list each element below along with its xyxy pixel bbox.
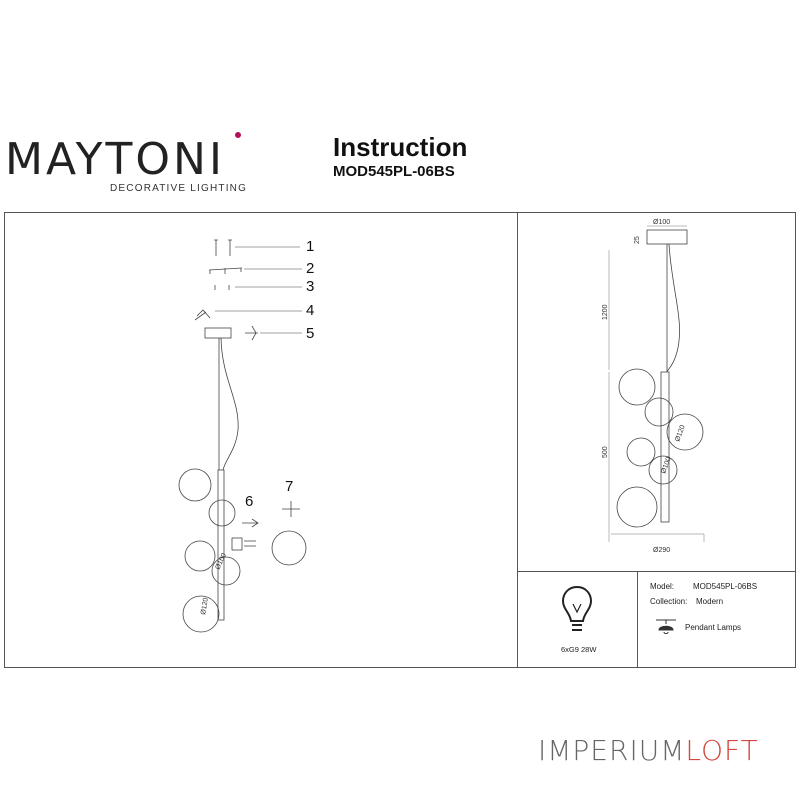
canopy-icon [204,325,258,341]
callout-2: 2 [306,260,315,277]
watermark-part1: IMPERIUM [538,734,686,767]
glass-fixing-icon [271,501,307,566]
model-code: MOD545PL-06BS [333,163,455,180]
watermark-logo: IMPERIUMLOFT [538,734,759,767]
callout-4: 4 [306,302,315,319]
spec-model-value: MOD545PL-06BS [693,582,758,591]
brand-dot-icon [235,132,241,138]
brand-logo: MAYTONI [5,132,241,182]
dim-canopy-height: 25 [634,236,641,244]
glass-label-a: Ø100 [214,552,228,571]
wire-connector-icon [194,309,211,321]
hook-part-icon [214,239,232,256]
dim-glass-b: Ø100 [660,456,672,475]
dim-glass-a: Ø120 [674,424,686,443]
glass-label-b: Ø120 [200,597,210,615]
spec-divider-vertical [637,571,638,668]
spec-collection-value: Modern [696,597,724,606]
frame-divider-horizontal [517,571,796,572]
document-title: Instruction [333,132,468,162]
callout-7: 7 [285,478,294,495]
spec-category: Pendant Lamps [685,623,742,632]
callout-3: 3 [306,278,315,295]
frame-divider-vertical [517,212,518,668]
brand-tagline: DECORATIVE LIGHTING [110,183,248,194]
callout-1: 1 [306,238,315,255]
screw-icon [214,285,230,290]
dim-canopy: Ø100 [653,219,670,226]
bulb-caption: 6xG9 28W [561,645,597,654]
drawing-frame [4,212,796,668]
dimension-drawing: Ø100 25 1200 500 Ø120 Ø100 Ø290 [602,219,705,554]
callout-6: 6 [245,493,254,510]
dim-width: Ø290 [653,547,670,554]
callout-5: 5 [306,325,315,342]
bulb-icon [561,585,593,631]
watermark-part2: LOFT [685,734,759,767]
pendant-lamp-icon [656,619,676,634]
dim-body-height: 500 [602,446,609,458]
mounting-bracket-icon [208,267,243,274]
dim-cable-length: 1200 [602,304,609,320]
brand-name: MAYTONI [5,134,225,185]
socket-icon [231,518,259,551]
spec-collection-label: Collection: [650,597,688,606]
glass-shade-icon [178,468,241,633]
spec-model-label: Model: [650,582,675,591]
